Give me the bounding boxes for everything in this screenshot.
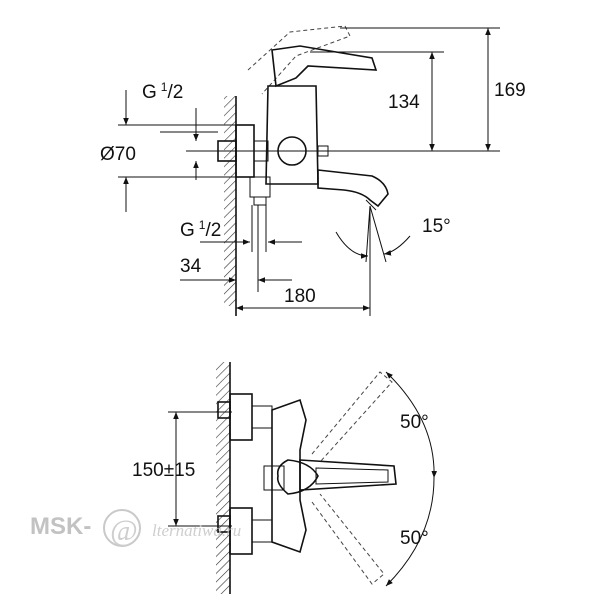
watermark-at-ring (103, 509, 141, 547)
watermark-at-sign: @ (110, 514, 138, 547)
ghost-swivel-up (311, 371, 393, 463)
dim-wall-offset: 34 (180, 256, 202, 277)
top-view: 150±15 50° 50° (132, 362, 438, 594)
dim-diameter: Ø70 (100, 144, 136, 165)
upper-rosette (229, 393, 253, 441)
ghost-handle (247, 25, 351, 95)
dim-center-distance: 150±15 (132, 460, 195, 481)
dim-projection: 180 (284, 286, 316, 307)
wall-hatch-bottom (216, 362, 230, 594)
dim-swivel-bottom: 50° (400, 528, 429, 549)
valve-body (265, 85, 319, 185)
dim-overall-height: 169 (494, 80, 526, 101)
dim-handle-height: 134 (388, 92, 420, 113)
dim-spout-angle: 15° (422, 216, 451, 237)
handle-lever (271, 45, 378, 88)
watermark-site: lternatiwa.ru (152, 521, 241, 540)
watermark-brand: MSK- (30, 513, 91, 540)
spout (317, 169, 389, 208)
dim-swivel-top: 50° (400, 412, 429, 433)
lever-top-view (299, 459, 397, 491)
wall-hatch-top (224, 96, 236, 306)
body-top-view (271, 398, 307, 554)
ghost-swivel-down (311, 493, 385, 585)
lower-connector (249, 176, 271, 198)
watermark: MSK- @ lternatiwa.ru (30, 509, 241, 547)
